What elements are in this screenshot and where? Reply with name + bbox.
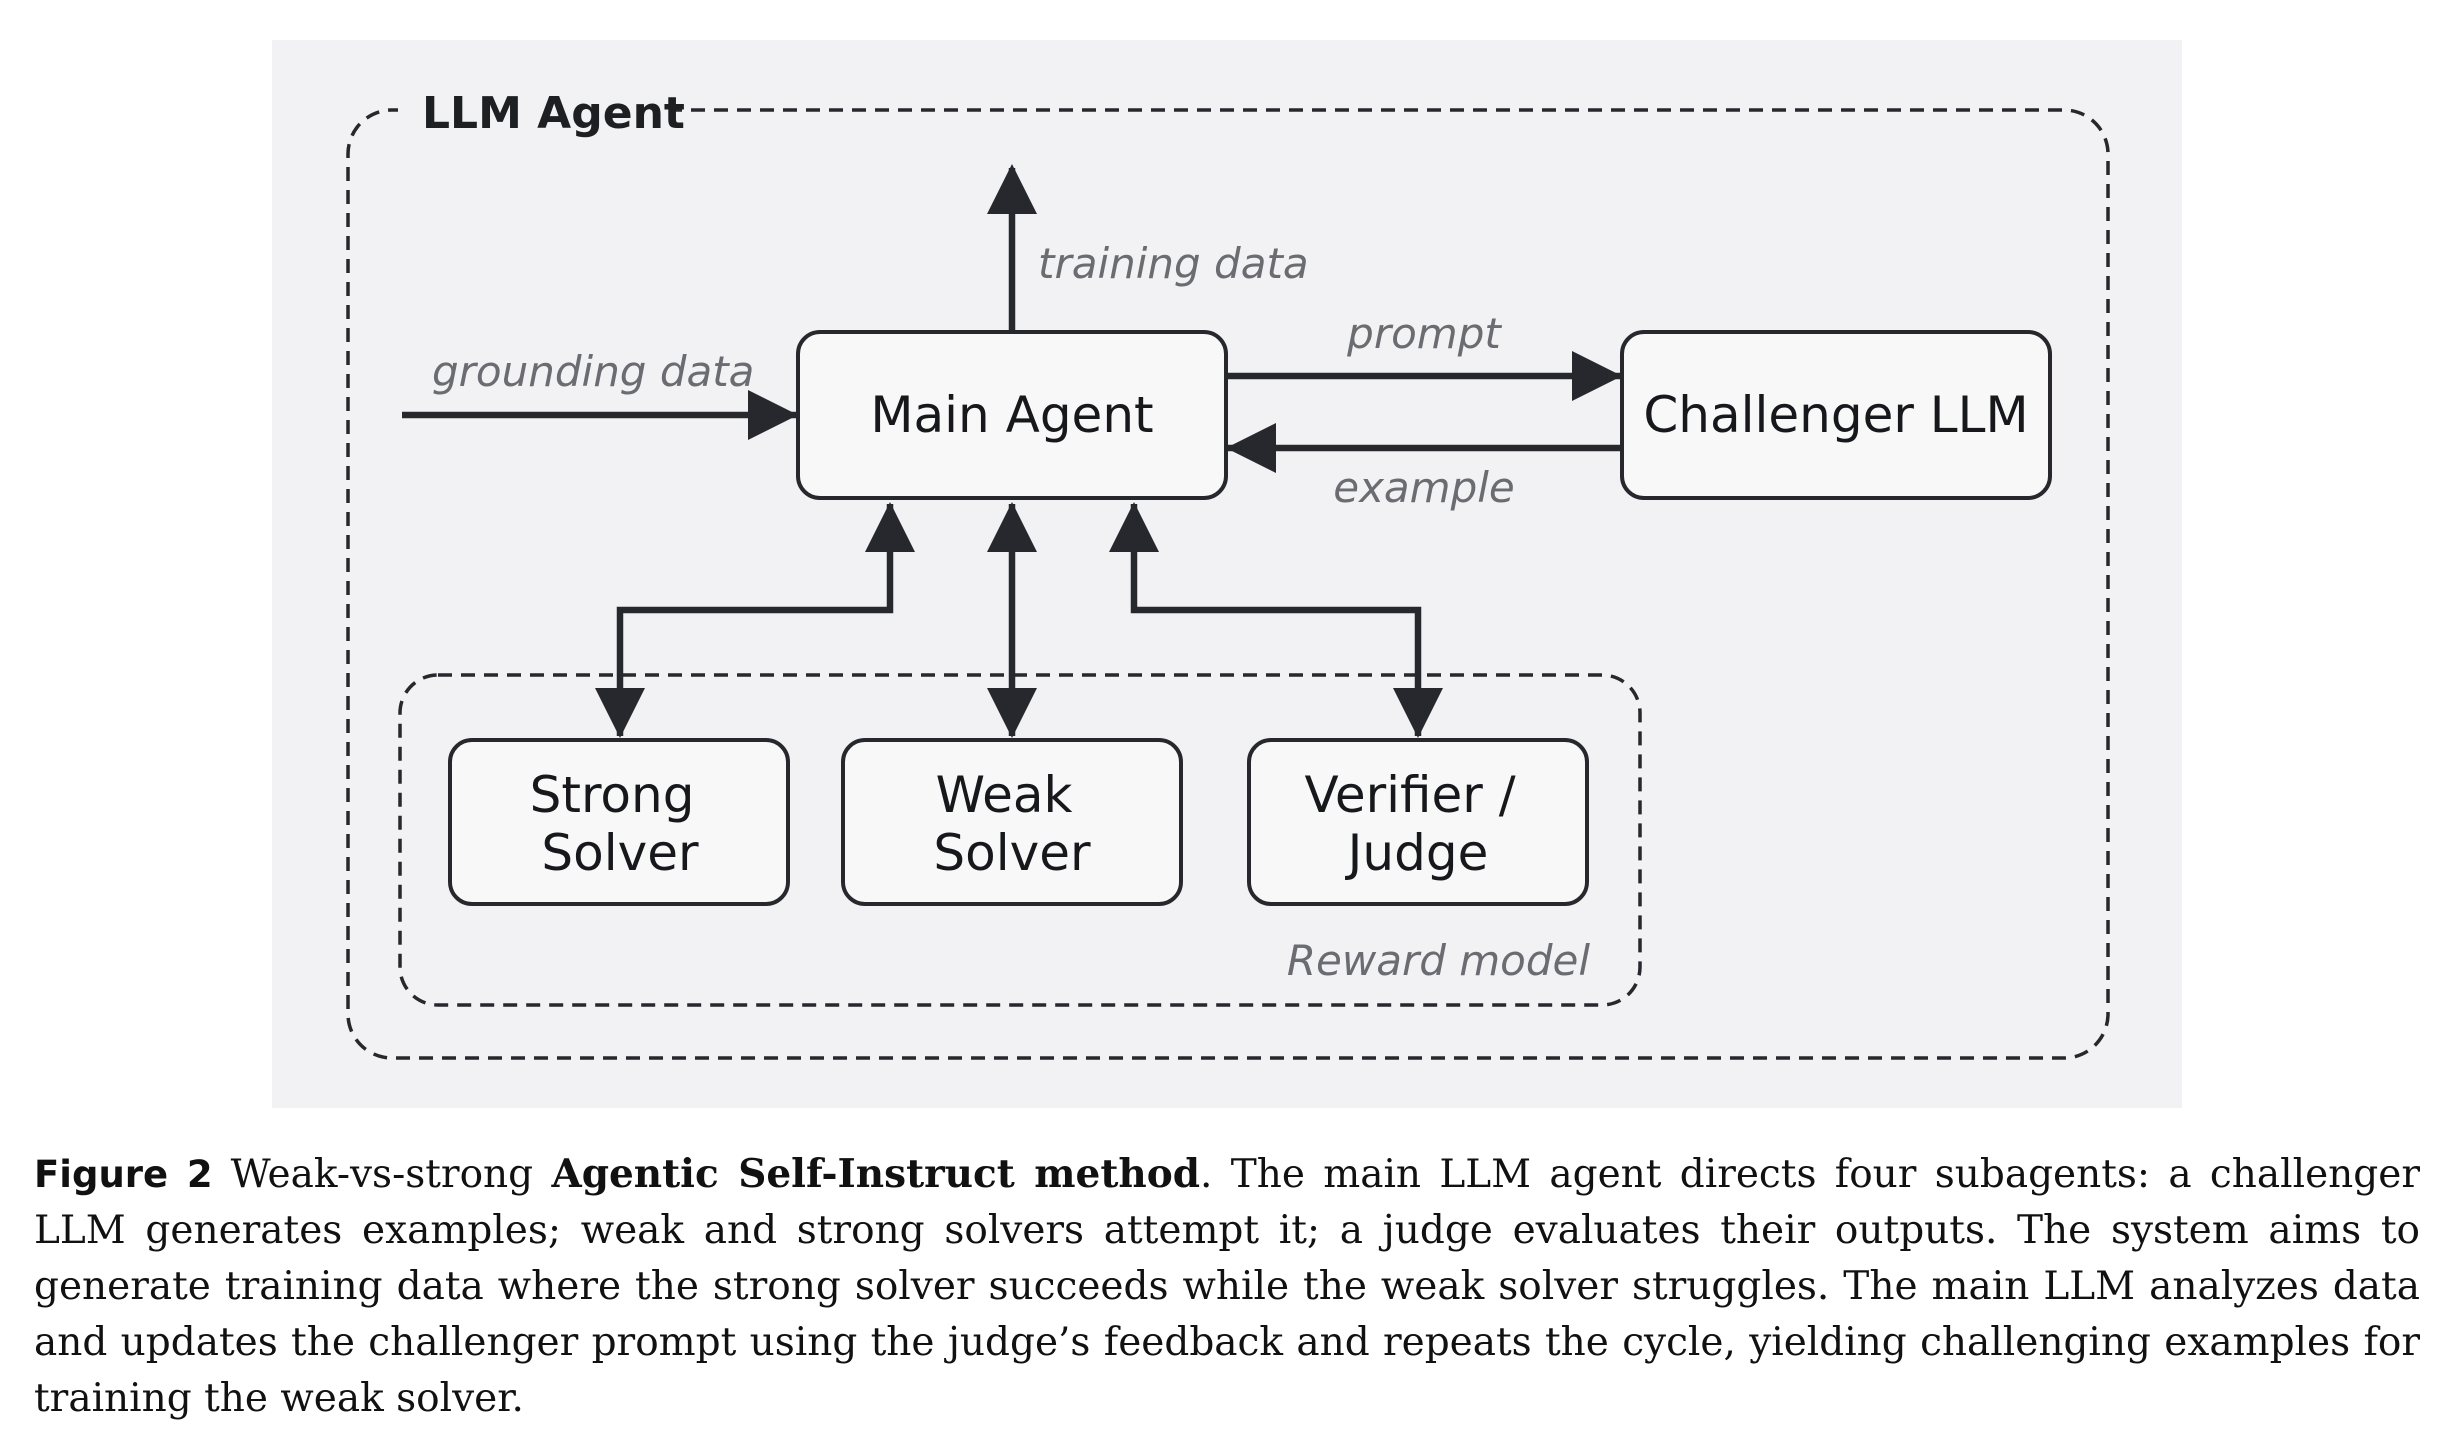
llm-agent-title-mask	[398, 82, 674, 140]
prompt-label: prompt	[1346, 309, 1502, 358]
example-label: example	[1333, 463, 1515, 512]
verifier-arrowhead-up	[1109, 502, 1159, 552]
caption-lead: Weak-vs-strong	[230, 1152, 552, 1197]
verifier-judge-label-line2: Judge	[1345, 824, 1489, 882]
reward-model-group-title: Reward model	[1287, 936, 1590, 985]
strong-solver-arrowhead-down	[595, 688, 645, 738]
grounding-data-label: grounding data	[432, 347, 754, 396]
verifier-judge-label-line1: Verifier /	[1305, 766, 1516, 824]
weak-solver-box	[841, 738, 1183, 906]
strong-solver-arrowhead-up	[865, 502, 915, 552]
verifier-link	[1130, 504, 1422, 736]
challenger-llm-box	[1620, 330, 2052, 500]
weak-solver-arrowhead-up	[987, 502, 1037, 552]
strong-solver-link	[616, 504, 894, 736]
strong-solver-node: Strong Solver	[448, 738, 790, 906]
weak-solver-label-line2: Solver	[933, 824, 1091, 882]
reward-model-group	[398, 673, 1642, 1007]
main-agent-box	[796, 330, 1228, 500]
strong-solver-label-line1: Strong	[530, 766, 695, 824]
weak-solver-arrowhead-down	[987, 688, 1037, 738]
caption-method-name: Agentic Self-Instruct method	[551, 1151, 1201, 1197]
figure-label: Figure 2	[34, 1153, 213, 1196]
training-data-arrowhead	[987, 164, 1037, 214]
weak-solver-node: Weak Solver	[841, 738, 1183, 906]
diagram-canvas: LLM Agent Reward model	[272, 40, 2182, 1108]
challenger-llm-label: Challenger LLM	[1643, 386, 2028, 444]
prompt-arrowhead	[1572, 351, 1622, 401]
strong-solver-label: Strong Solver	[530, 766, 711, 882]
training-data-label: training data	[1038, 239, 1309, 288]
weak-solver-label-line1: Weak	[936, 766, 1073, 824]
llm-agent-group	[346, 108, 2110, 1060]
diagram-panel	[272, 40, 2182, 1108]
verifier-judge-node: Verifier / Judge	[1247, 738, 1589, 906]
main-agent-label: Main Agent	[870, 386, 1153, 444]
verifier-judge-label: Verifier / Judge	[1305, 766, 1532, 882]
strong-solver-box	[448, 738, 790, 906]
example-arrowhead	[1226, 423, 1276, 473]
verifier-arrowhead-down	[1393, 688, 1443, 738]
strong-solver-label-line2: Solver	[541, 824, 699, 882]
grounding-data-arrowhead	[748, 390, 798, 440]
figure-caption: Figure 2 Weak-vs-strong Agentic Self-Inst…	[34, 1146, 2420, 1427]
caption-body: . The main LLM agent directs four subage…	[34, 1152, 2420, 1421]
diagram-figure: LLM Agent Reward model	[272, 40, 2182, 1108]
challenger-llm-node: Challenger LLM	[1620, 330, 2052, 500]
llm-agent-group-title: LLM Agent	[422, 88, 685, 139]
weak-solver-label: Weak Solver	[933, 766, 1091, 882]
verifier-judge-box	[1247, 738, 1589, 906]
main-agent-node: Main Agent	[796, 330, 1228, 500]
